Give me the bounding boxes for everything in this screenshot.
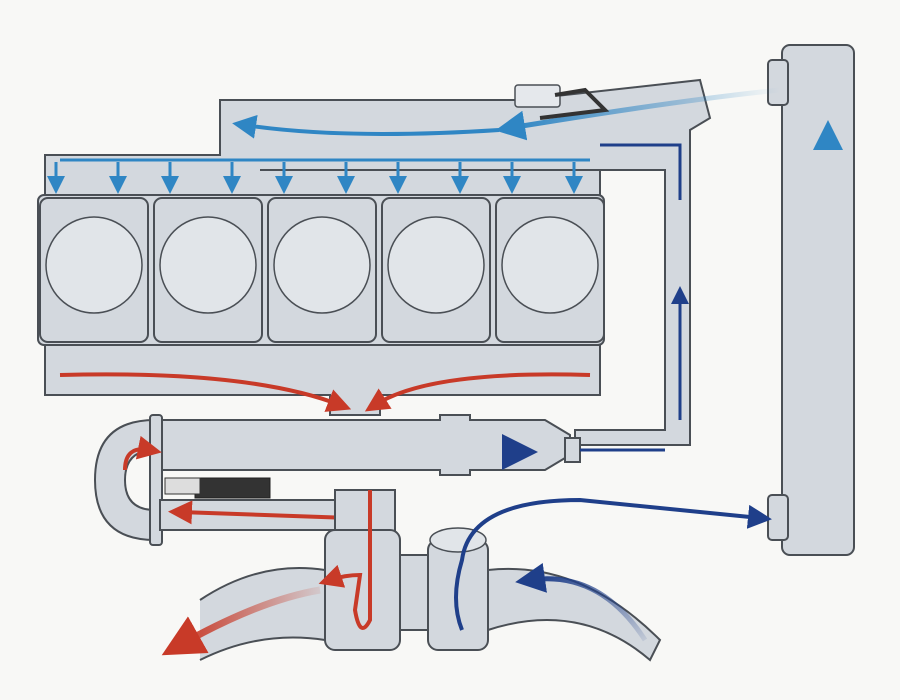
exhaust-manifold: [44, 344, 601, 416]
egr-valve: [159, 477, 361, 531]
cylinder-bore: [387, 216, 485, 314]
egr-cooler: [93, 414, 665, 546]
turbocharger: [161, 489, 772, 662]
throttle-valve: [514, 84, 610, 120]
cylinder-bore: [273, 216, 371, 314]
cylinder-bore: [159, 216, 257, 314]
exhaust-out-arrow: [161, 586, 321, 656]
intake-air-arrow: [515, 563, 648, 642]
engine-block: [37, 162, 605, 346]
cylinder-bore: [45, 216, 143, 314]
cylinder-bore: [501, 216, 599, 314]
radiator: [767, 44, 855, 556]
fresh-air-flow-arrow: [495, 87, 781, 141]
